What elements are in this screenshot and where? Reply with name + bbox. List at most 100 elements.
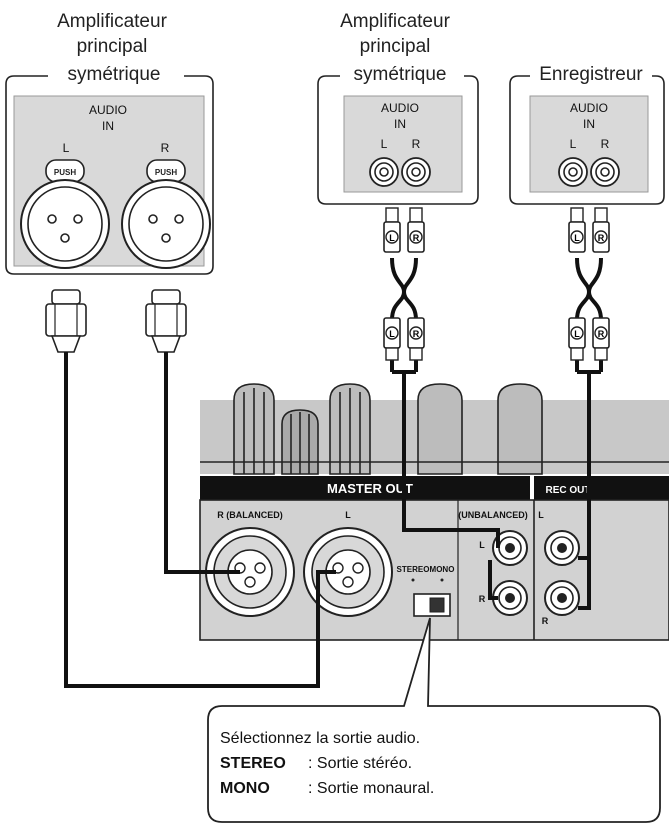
master-out-strip xyxy=(200,476,530,500)
rca-plug-rec-bottom-right[interactable]: R xyxy=(592,317,610,361)
xlr-plug-left-body xyxy=(45,303,87,337)
xlr-plug-left[interactable] xyxy=(45,289,87,353)
wire-unbalanced-right xyxy=(488,560,498,600)
mono-label: MONO xyxy=(430,565,455,574)
xlr-left-pin2 xyxy=(73,214,83,224)
unbalanced-amp-input-panel xyxy=(343,95,463,193)
callout-stereo-term: STEREO xyxy=(220,755,286,772)
unbalanced-amp-title-line2: principal xyxy=(360,36,431,57)
rca-plug-rec-bottom-left[interactable]: L xyxy=(568,317,586,361)
knobs xyxy=(233,383,543,475)
push-label-right: PUSH xyxy=(155,168,177,177)
rca-plug-rec-top-right[interactable]: R xyxy=(592,207,610,253)
rca-plug-amp-bottom-right[interactable]: R xyxy=(407,317,425,361)
rca-cable-rec-wire-l xyxy=(575,257,592,321)
unbalanced-amp-in-label: IN xyxy=(394,117,406,131)
xlr-plug-left-head xyxy=(51,289,81,305)
rca-plug-rec-bottom-right-label: R xyxy=(598,329,605,339)
xlr-plug-right[interactable] xyxy=(145,289,187,353)
recorder-audio-label: AUDIO xyxy=(570,101,608,115)
rca-out-rec-left[interactable] xyxy=(544,530,580,566)
rca-cable-amp-wire-r xyxy=(401,257,418,321)
rec-r-label: R xyxy=(542,616,549,626)
rca-plug-amp-bottom-left[interactable]: L xyxy=(383,317,401,361)
balanced-amp-in-label: IN xyxy=(102,119,114,133)
xlr-input-left[interactable]: PUSH xyxy=(20,159,110,269)
rca-plugs: L R L R L xyxy=(383,207,610,361)
recorder-in-label: IN xyxy=(583,117,595,131)
rca-plug-amp-bottom-left-label: L xyxy=(389,329,395,339)
rca-plug-rec-bottom-left-label: L xyxy=(574,329,580,339)
callout-mono-desc: : Sortie monaural. xyxy=(308,780,434,797)
rca-jack-amp-left[interactable] xyxy=(369,157,399,187)
rca-cable-amp-wire-l xyxy=(390,257,407,321)
rca-plug-amp-top-right-label: R xyxy=(413,233,420,243)
stereo-mono-switch[interactable] xyxy=(413,593,451,617)
rca-jack-rec-right-pin xyxy=(600,167,610,177)
recorder-r-label: R xyxy=(601,137,610,151)
callout-mono-term: MONO xyxy=(220,780,270,797)
balanced-l-label: L xyxy=(345,510,351,520)
rca-jack-amp-left-pin xyxy=(379,167,389,177)
rca-out-unbalanced-left[interactable] xyxy=(492,530,528,566)
rec-out-label: REC OUT xyxy=(546,485,591,496)
recorder-input-panel xyxy=(529,95,649,193)
unbalanced-l-label: L xyxy=(479,540,485,550)
rca-plug-rec-top-left-label: L xyxy=(574,233,580,243)
rca-out-rec-right[interactable] xyxy=(544,580,580,616)
rec-l-top-label: L xyxy=(538,510,544,520)
callout-stereo-desc: : Sortie stéréo. xyxy=(308,755,412,772)
balanced-r-label: R (BALANCED) xyxy=(217,510,283,520)
unbalanced-amp-frame xyxy=(317,75,479,205)
xlr-right-pin2 xyxy=(174,214,184,224)
balanced-amplifier: Amplificateur principal symétrique AUDIO… xyxy=(5,11,214,275)
xlr-left-pin3 xyxy=(60,233,70,243)
master-out-label: MASTER OUT xyxy=(327,481,413,496)
rca-out-unbalanced-right[interactable] xyxy=(492,580,528,616)
rca-plug-rec-top-right-label: R xyxy=(598,233,605,243)
rca-plug-amp-bottom-right-label: R xyxy=(413,329,420,339)
balanced-amp-title-line3: symétrique xyxy=(68,64,161,85)
rca-plug-amp-top-left[interactable]: L xyxy=(383,207,401,253)
xlr-left-pin1 xyxy=(47,214,57,224)
balanced-amp-title-line2: principal xyxy=(77,36,148,57)
xlr-output-right[interactable] xyxy=(205,527,295,617)
balanced-amp-l-label: L xyxy=(63,141,70,155)
mixer-rear: MASTER OUT REC OUT R (BALANCED) L (UNBAL… xyxy=(199,383,669,641)
recorder-l-label: L xyxy=(570,137,577,151)
rca-jack-rec-left[interactable] xyxy=(558,157,588,187)
connection-wires xyxy=(64,352,601,688)
xlr-input-right[interactable]: PUSH xyxy=(121,159,211,269)
recorder: Enregistreur AUDIO IN L R xyxy=(509,64,665,205)
unbalanced-amplifier: Amplificateur principal symétrique AUDIO… xyxy=(317,11,479,205)
xlr-plug-left-boot xyxy=(50,335,82,353)
wire-rec-right xyxy=(578,558,591,610)
xlr-right-inner xyxy=(128,186,204,262)
unbalanced-amp-l-label: L xyxy=(381,137,388,151)
rca-jack-amp-right[interactable] xyxy=(401,157,431,187)
rca-plug-rec-top-left[interactable]: L xyxy=(568,207,586,253)
rca-jack-rec-left-pin xyxy=(568,167,578,177)
wire-balanced-left xyxy=(64,352,336,688)
xlr-left-inner xyxy=(27,186,103,262)
unbalanced-r-label: R xyxy=(479,594,486,604)
balanced-amp-title-line1: Amplificateur xyxy=(57,11,167,32)
recorder-title: Enregistreur xyxy=(539,64,643,85)
rca-cable-rec-wire-r xyxy=(586,257,603,321)
rca-jack-amp-right-pin xyxy=(411,167,421,177)
xlr-right-pin1 xyxy=(148,214,158,224)
xlr-plug-right-head xyxy=(151,289,181,305)
wire-balanced-right xyxy=(164,352,240,574)
rca-plug-amp-top-right[interactable]: R xyxy=(407,207,425,253)
callout-line1: Sélectionnez la sortie audio. xyxy=(220,730,420,747)
balanced-amp-r-label: R xyxy=(161,141,170,155)
xlr-plug-right-boot xyxy=(150,335,182,353)
rca-jack-rec-right[interactable] xyxy=(590,157,620,187)
unbalanced-amp-title-line3: symétrique xyxy=(354,64,447,85)
balanced-amp-audio-label: AUDIO xyxy=(89,103,127,117)
recorder-frame xyxy=(509,75,665,205)
balanced-amp-frame xyxy=(5,75,214,275)
xlr-plug-right-body xyxy=(145,303,187,337)
unbalanced-amp-r-label: R xyxy=(412,137,421,151)
